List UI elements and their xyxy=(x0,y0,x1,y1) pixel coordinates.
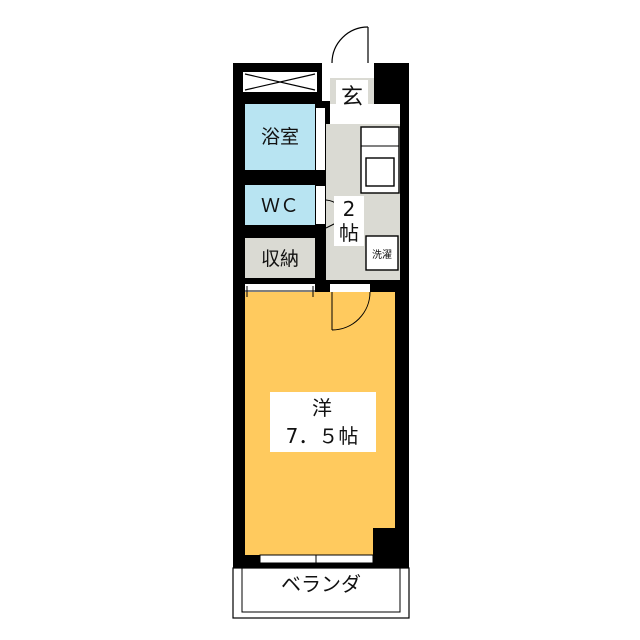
entrance-door-arc xyxy=(331,26,369,64)
kitchen-label-num: 2 xyxy=(343,197,356,221)
western-room-label-bg xyxy=(270,392,376,452)
washer-label: 洗濯 xyxy=(372,249,392,261)
bath-label: 浴室 xyxy=(261,126,299,148)
storage-room xyxy=(245,238,315,278)
wc-room xyxy=(245,185,315,225)
kitchen-label-unit: 帖 xyxy=(339,221,359,245)
washer-box xyxy=(365,235,399,271)
kitchen-label-bg xyxy=(334,196,364,246)
entrance-label: 玄 xyxy=(341,85,363,110)
wc-label: ＷＣ xyxy=(261,195,299,217)
kitchen-sink xyxy=(365,157,395,187)
veranda-label: ベランダ xyxy=(281,572,361,596)
pillar xyxy=(373,528,409,568)
western-room-label-type: 洋 xyxy=(312,396,332,420)
veranda xyxy=(232,567,410,619)
top-shelf-x2 xyxy=(244,73,316,91)
wc-door-slit xyxy=(316,186,325,224)
wr-opening-left xyxy=(245,284,315,292)
entrance-label-bg xyxy=(336,80,368,110)
wr-door-arc xyxy=(331,291,371,331)
bath-room xyxy=(245,104,315,170)
veranda-inner xyxy=(241,567,401,613)
storage-label: 収納 xyxy=(261,248,299,270)
bath-door-slit xyxy=(316,108,325,170)
wr-door-opening xyxy=(330,284,370,292)
western-room-label-size: 7．５帖 xyxy=(286,424,359,448)
